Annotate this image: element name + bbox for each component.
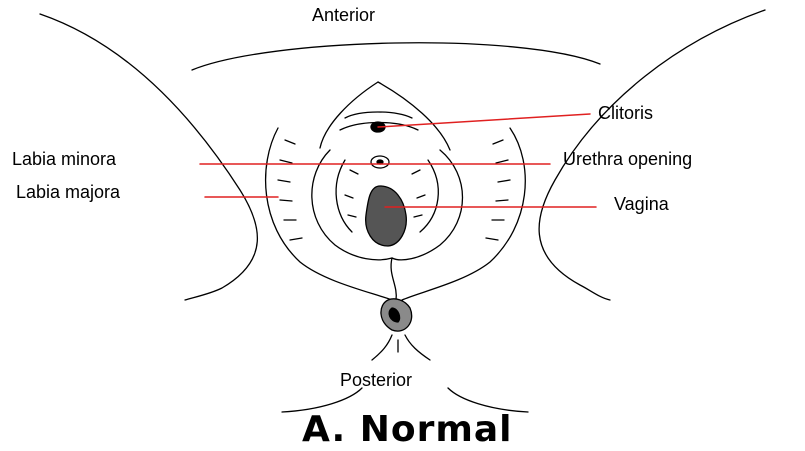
figure-caption: A. Normal <box>302 412 513 448</box>
perineum <box>372 258 430 360</box>
label-vagina: Vagina <box>614 195 669 213</box>
urethra-mark <box>371 156 389 168</box>
label-labia-majora: Labia majora <box>16 183 120 201</box>
leader-lines <box>200 114 596 207</box>
label-posterior: Posterior <box>340 371 412 389</box>
clitoral-hood <box>320 82 450 150</box>
label-urethra-opening: Urethra opening <box>563 150 692 168</box>
label-labia-minora: Labia minora <box>12 150 116 168</box>
label-anterior: Anterior <box>312 6 375 24</box>
vagina-mark <box>366 186 407 246</box>
leader-clitoris <box>378 114 590 127</box>
label-clitoris: Clitoris <box>598 104 653 122</box>
